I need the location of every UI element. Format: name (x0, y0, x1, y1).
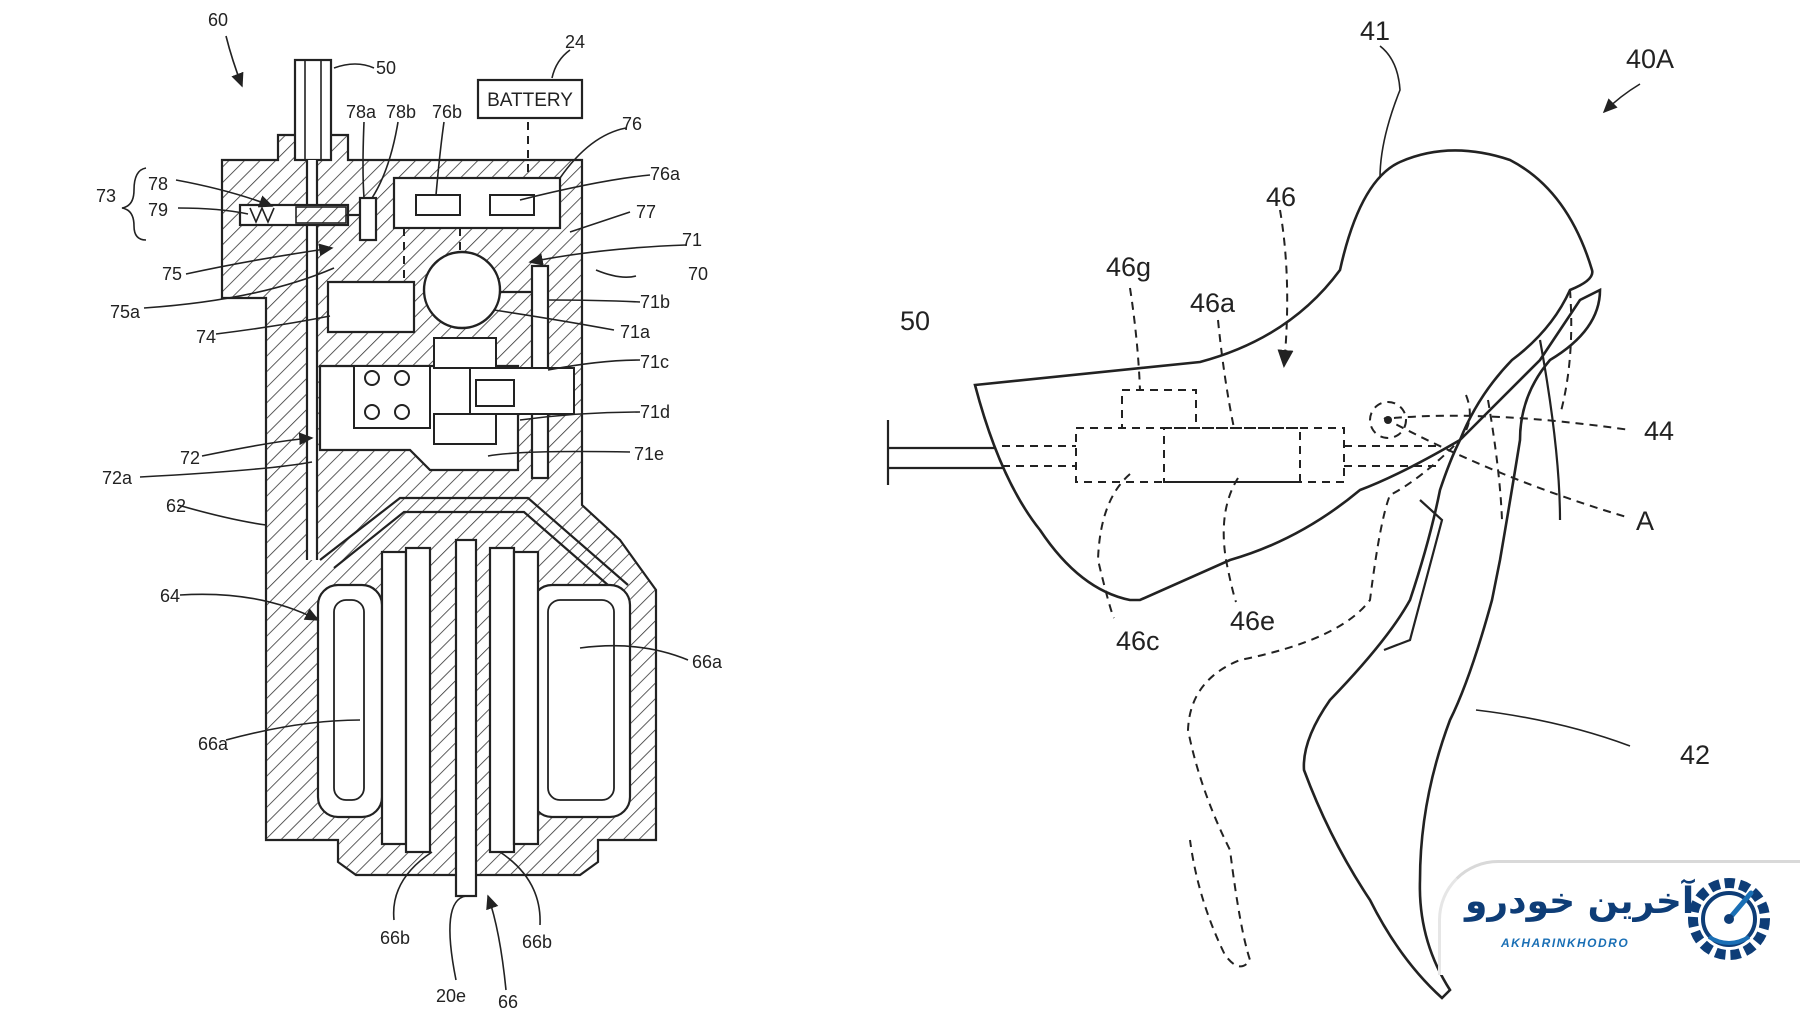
label-64: 64 (160, 586, 180, 606)
brake-caliper-figure: BATTERY 60 50 (96, 10, 723, 1012)
label-66b-left: 66b (380, 928, 410, 948)
label-66a-right: 66a (692, 652, 723, 672)
label-40A: 40A (1626, 44, 1674, 74)
label-24: 24 (565, 32, 585, 52)
label-66a-left: 66a (198, 734, 229, 754)
battery-label: BATTERY (487, 90, 573, 111)
label-41: 41 (1360, 16, 1390, 46)
shift-lever-figure: 41 40A 46 46g 46a 50 44 A 46c 46e 42 (886, 16, 1710, 1000)
label-71a: 71a (620, 322, 651, 342)
label-72: 72 (180, 448, 200, 468)
motor-71a (422, 250, 502, 330)
label-46e: 46e (1230, 606, 1275, 636)
label-46g: 46g (1106, 252, 1151, 282)
label-78b: 78b (386, 102, 416, 122)
label-62: 62 (166, 496, 186, 516)
chip-76b (415, 194, 461, 216)
label-46c: 46c (1116, 626, 1160, 656)
label-72a: 72a (102, 468, 133, 488)
label-76a: 76a (650, 164, 681, 184)
label-71e: 71e (634, 444, 664, 464)
label-79: 79 (148, 200, 168, 220)
label-20e: 20e (436, 986, 466, 1006)
pivot-44 (1369, 401, 1407, 439)
label-46a: 46a (1190, 288, 1236, 318)
label-78: 78 (148, 174, 168, 194)
label-70: 70 (688, 264, 708, 284)
label-75a: 75a (110, 302, 141, 322)
label-50-right: 50 (900, 306, 930, 336)
upper-chamber (326, 280, 416, 334)
label-74: 74 (196, 327, 216, 347)
gear-71c (433, 337, 497, 369)
label-66: 66 (498, 992, 518, 1012)
battery-box (476, 78, 584, 120)
logo-text-fa: آخرین خودرو (1465, 881, 1695, 922)
logo-text-en: AKHARINKHODRO (1501, 936, 1630, 950)
watermark-logo: آخرین خودرو AKHARINKHODRO (1438, 860, 1800, 975)
label-71c: 71c (640, 352, 669, 372)
label-76b: 76b (432, 102, 462, 122)
label-77: 77 (636, 202, 656, 222)
label-71d: 71d (640, 402, 670, 422)
gear-speedometer-icon (1688, 878, 1770, 960)
label-50: 50 (376, 58, 396, 78)
cable-50 (293, 58, 333, 162)
label-42: 42 (1680, 740, 1710, 770)
label-73: 73 (96, 186, 116, 206)
switch-78 (358, 196, 378, 242)
label-44: 44 (1644, 416, 1674, 446)
label-78a: 78a (346, 102, 377, 122)
label-71b: 71b (640, 292, 670, 312)
label-A: A (1636, 506, 1654, 536)
pad-backing-right (512, 550, 540, 846)
label-76: 76 (622, 114, 642, 134)
label-60: 60 (208, 10, 228, 30)
label-66b-right: 66b (522, 932, 552, 952)
label-71: 71 (682, 230, 702, 250)
gear-71e (433, 413, 497, 445)
pad-backing-left (380, 550, 408, 846)
label-75: 75 (162, 264, 182, 284)
rotor-20e (454, 538, 478, 898)
bracket-body-41 (973, 149, 1594, 602)
label-46: 46 (1266, 182, 1296, 212)
